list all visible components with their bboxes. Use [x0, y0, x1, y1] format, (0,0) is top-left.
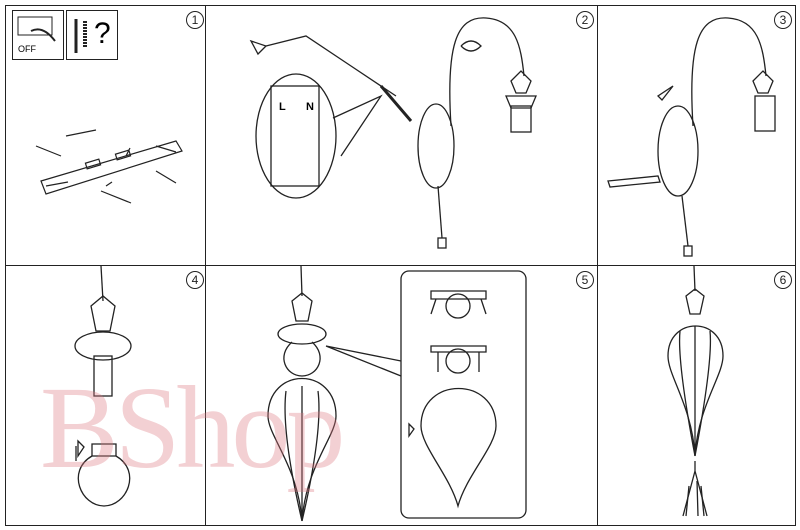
mounting-bracket-drawing [35, 129, 183, 204]
step-number: 4 [186, 271, 204, 289]
wiring-drawing [249, 17, 537, 249]
step-number: 3 [774, 11, 792, 29]
step-4-panel: 4 [5, 265, 206, 526]
insert-bulb-drawing [74, 266, 132, 507]
finished-lamp-drawing [667, 266, 724, 517]
step-6-panel: 6 [597, 265, 796, 526]
step-5-panel: 5 [205, 265, 598, 526]
attach-shade-drawing [267, 266, 527, 522]
tools-required-icon: ? [66, 10, 118, 60]
off-label: OFF [18, 44, 36, 54]
mount-fixture-drawing [607, 17, 776, 257]
step-number: 6 [774, 271, 792, 289]
switch-off-icon: OFF [12, 10, 64, 60]
terminal-neutral-label: N [306, 101, 314, 113]
step-2-panel: 2 L N [205, 5, 598, 266]
terminal-live-label: L [279, 101, 286, 113]
step-1-panel: 1 OFF ? [5, 5, 206, 266]
step-3-panel: 3 [597, 5, 796, 266]
step-number: 5 [576, 271, 594, 289]
step-number: 2 [576, 11, 594, 29]
step-number: 1 [186, 11, 204, 29]
question-mark: ? [94, 17, 111, 50]
